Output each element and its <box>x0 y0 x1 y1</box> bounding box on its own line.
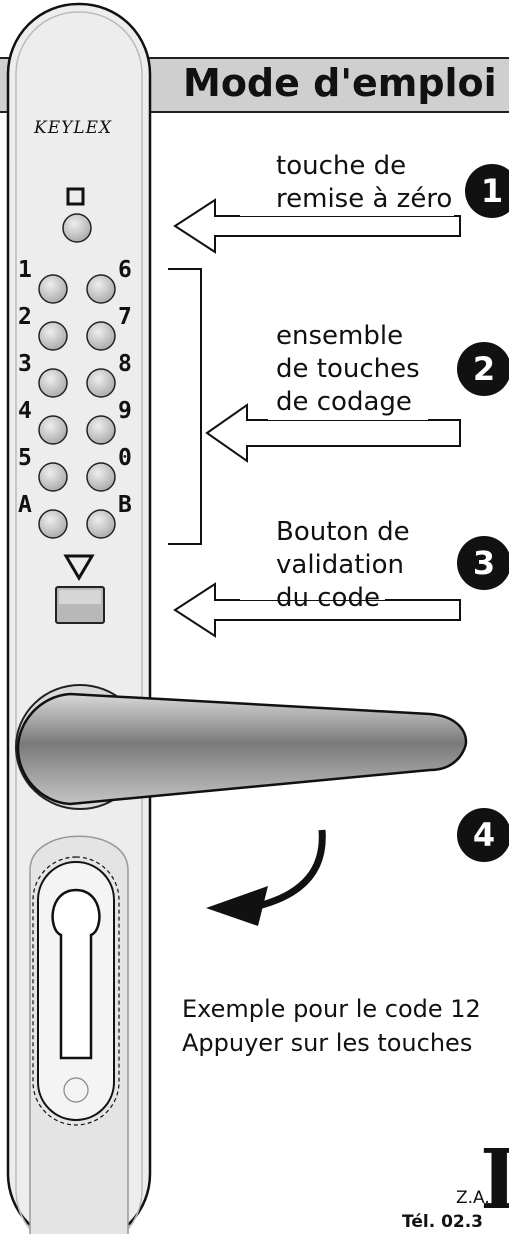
key-label: 3 <box>18 351 32 377</box>
arrow-left-icon <box>173 582 461 638</box>
big-letter: I <box>480 1132 509 1228</box>
page-title: Mode d'emploi <box>183 61 497 105</box>
phone-text: Tél. 02.3 <box>402 1212 484 1232</box>
step-badge-4: 4 <box>457 808 509 862</box>
bracket <box>168 268 202 545</box>
example-text: Exemple pour le code 12 <box>182 995 481 1023</box>
key-label: 8 <box>118 351 132 377</box>
key-label: 1 <box>18 257 32 283</box>
key-label: 4 <box>18 398 32 424</box>
triangle-down-icon <box>63 554 95 581</box>
key-label: 5 <box>18 445 32 471</box>
key-label: 9 <box>118 398 132 424</box>
plate-inner-edge <box>15 11 143 1234</box>
keyhole-icon <box>51 888 101 1060</box>
instruction-text: Appuyer sur les touches <box>182 1029 473 1057</box>
reset-symbol-icon <box>66 187 85 206</box>
keylex-logo: KEYLEX <box>34 118 113 138</box>
address-text: Z.A. <box>456 1188 490 1208</box>
arrow-left-icon <box>205 403 461 463</box>
swing-arrow-icon <box>257 829 326 910</box>
reset-key <box>62 213 92 243</box>
key-label: 0 <box>118 445 132 471</box>
step-badge-2: 2 <box>457 342 509 396</box>
cylinder-dashed <box>32 856 120 1126</box>
arrow-left-icon <box>173 198 461 254</box>
key-label: 6 <box>118 257 132 283</box>
code-keys <box>38 274 116 539</box>
key-label: A <box>18 492 32 518</box>
step-badge-3: 3 <box>457 536 509 590</box>
step-badge-1: 1 <box>465 164 509 218</box>
key-label: 2 <box>18 304 32 330</box>
key-label: 7 <box>118 304 132 330</box>
key-label: B <box>118 492 132 518</box>
door-handle <box>16 692 468 806</box>
